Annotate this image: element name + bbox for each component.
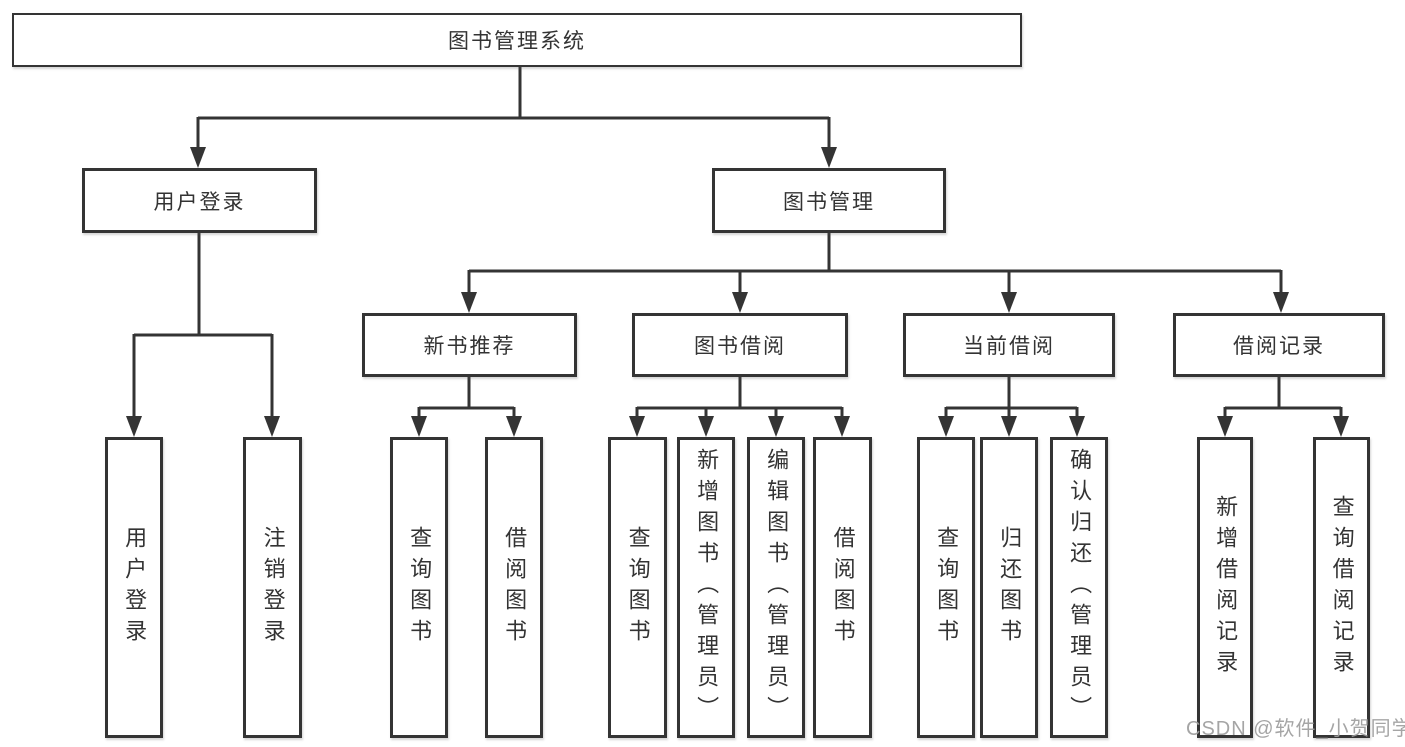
- arrowhead: [1273, 292, 1289, 313]
- connector-user-login-to-leaves: [132, 233, 274, 419]
- leaf-borrow-book-borrowing: 借阅图书: [813, 437, 872, 738]
- node-borrowing-records: 借阅记录: [1173, 313, 1385, 377]
- arrowhead: [190, 147, 206, 168]
- connector-book-mgmt-to-level3: [467, 233, 1283, 295]
- arrowhead: [834, 416, 850, 437]
- leaf-query-books-recommend: 查询图书: [390, 437, 448, 738]
- node-new-book-recommendation: 新书推荐: [362, 313, 577, 377]
- arrowhead: [629, 416, 645, 437]
- arrowhead: [1001, 416, 1017, 437]
- connector-current-borrow-to-leaves: [944, 377, 1079, 419]
- leaf-user-login: 用户登录: [105, 437, 163, 738]
- connector-borrow-records-to-leaves: [1223, 377, 1343, 419]
- connector-book-borrow-to-leaves: [635, 377, 844, 419]
- arrowhead: [411, 416, 427, 437]
- arrowhead: [1333, 416, 1349, 437]
- arrowhead: [1069, 416, 1085, 437]
- leaf-borrow-book-recommend: 借阅图书: [485, 437, 543, 738]
- node-book-borrowing: 图书借阅: [632, 313, 848, 377]
- leaf-logout: 注销登录: [243, 437, 302, 738]
- leaf-return-book: 归还图书: [980, 437, 1038, 738]
- node-current-borrowing: 当前借阅: [903, 313, 1115, 377]
- connector-root-to-level2: [196, 67, 831, 150]
- arrowhead: [768, 416, 784, 437]
- arrowhead: [461, 292, 477, 313]
- leaf-query-borrow-record: 查询借阅记录: [1313, 437, 1370, 738]
- leaf-query-books-borrowing: 查询图书: [608, 437, 667, 738]
- node-library-management-system: 图书管理系统: [12, 13, 1022, 67]
- arrowhead: [821, 147, 837, 168]
- arrowhead: [938, 416, 954, 437]
- csdn-watermark: CSDN @软件_小贺同学: [1186, 718, 1405, 740]
- leaf-edit-book-admin: 编辑图书（管理员）: [747, 437, 805, 738]
- arrowhead: [126, 416, 142, 437]
- arrowhead: [698, 416, 714, 437]
- arrowhead: [1001, 292, 1017, 313]
- connector-new-book-to-leaves: [417, 377, 516, 419]
- arrowhead: [1217, 416, 1233, 437]
- leaf-confirm-return-admin: 确认归还（管理员）: [1050, 437, 1108, 738]
- node-user-login: 用户登录: [82, 168, 317, 233]
- node-book-management: 图书管理: [712, 168, 946, 233]
- leaf-add-borrow-record: 新增借阅记录: [1197, 437, 1253, 738]
- leaf-query-books-current: 查询图书: [917, 437, 975, 738]
- leaf-add-book-admin: 新增图书（管理员）: [677, 437, 735, 738]
- arrowhead: [732, 292, 748, 313]
- arrowhead: [264, 416, 280, 437]
- arrowhead: [506, 416, 522, 437]
